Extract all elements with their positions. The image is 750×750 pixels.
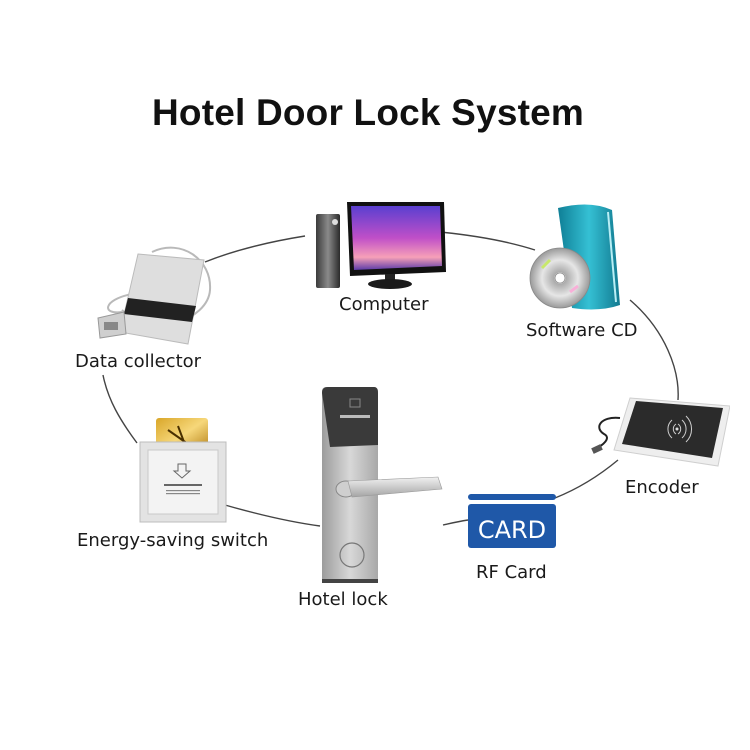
ring-arc	[554, 459, 619, 499]
ring-arc	[629, 299, 679, 401]
encoder-node[interactable]	[590, 388, 730, 473]
hotel-lock-node[interactable]	[318, 385, 448, 585]
rf-card-node[interactable]: CARD	[466, 492, 558, 550]
ring-arc	[224, 504, 321, 527]
software-cd-node[interactable]	[520, 200, 630, 315]
encoder-label: Encoder	[623, 477, 701, 498]
software-cd-icon	[529, 204, 620, 310]
data-collector-node[interactable]	[92, 240, 222, 350]
ring-arc	[204, 235, 306, 263]
data-collector-label: Data collector	[73, 351, 204, 372]
ring-arc	[102, 374, 138, 444]
rf-card-label: RF Card	[474, 562, 549, 583]
ring-arc	[439, 231, 536, 251]
ring-arc	[442, 519, 469, 526]
data-collector-icon	[97, 246, 212, 345]
energy-switch-icon	[139, 418, 227, 523]
card-text: CARD	[478, 516, 546, 544]
energy-switch-node[interactable]	[138, 416, 230, 526]
computer-icon	[316, 202, 446, 289]
encoder-icon	[591, 397, 730, 467]
computer-node[interactable]	[300, 192, 450, 292]
energy-switch-label: Energy-saving switch	[75, 530, 271, 551]
computer-label: Computer	[337, 294, 431, 315]
hotel-lock-icon	[322, 387, 443, 583]
rf-card-icon: CARD	[468, 494, 556, 548]
hotel-lock-label: Hotel lock	[296, 589, 390, 610]
diagram-title: Hotel Door Lock System	[151, 92, 585, 133]
software-cd-label: Software CD	[524, 320, 640, 341]
